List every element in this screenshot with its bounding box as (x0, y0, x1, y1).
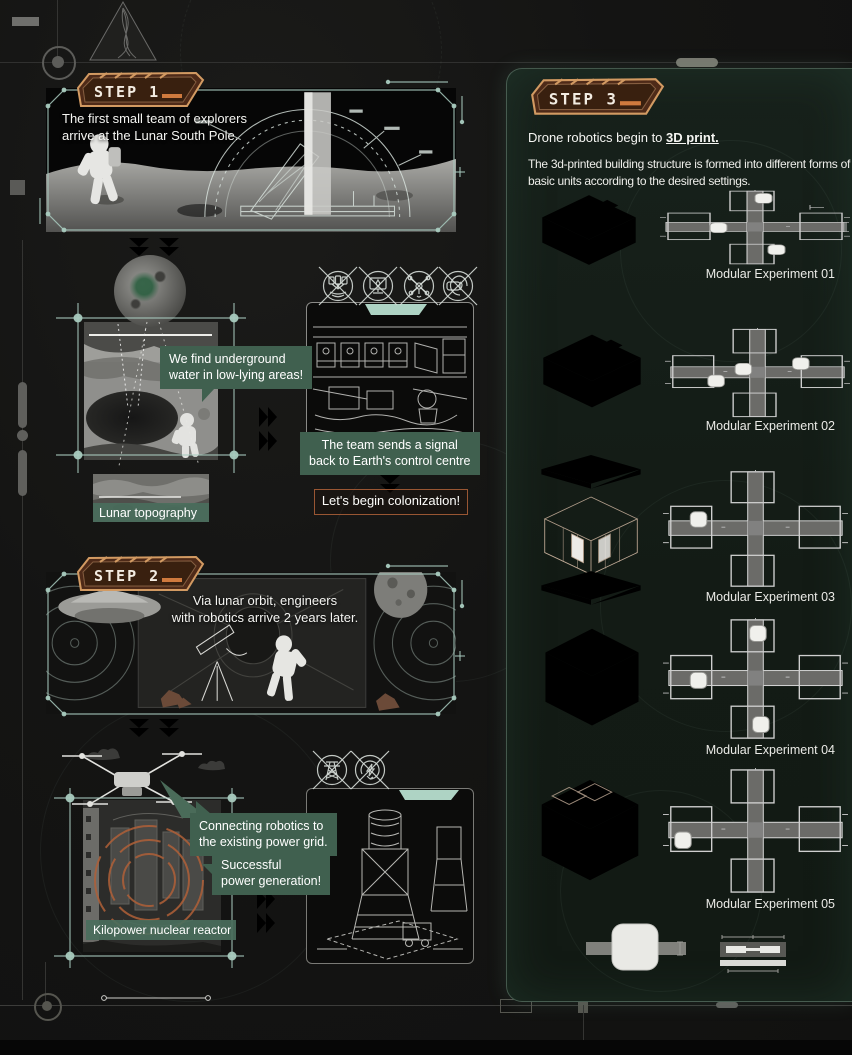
chevrons-down-icon-2 (129, 719, 179, 737)
bottom-tick-right (583, 1005, 584, 1040)
moon-scan-left (114, 255, 186, 327)
success-bubble: Successful power generation! (201, 852, 331, 895)
power-tower-icon (312, 750, 352, 790)
dotted-end-line (101, 995, 211, 1001)
left-edge-square (10, 180, 25, 195)
module-01-plan (660, 190, 850, 265)
vr-headset-icon (438, 266, 478, 306)
cloud-shapes (86, 748, 225, 771)
bottom-strip (0, 1040, 852, 1055)
grid-bubble: Connecting robotics to the existing powe… (190, 801, 337, 856)
bottom-capsule (716, 1002, 738, 1008)
chevrons-right-icon-1 (259, 407, 277, 451)
step2-badge-label: STEP 2 (94, 567, 160, 585)
left-capsule-bottom (18, 450, 27, 496)
step3-body: The 3d-printed building structure is for… (528, 157, 850, 188)
module-05-label: Modular Experiment 05 (705, 897, 835, 911)
step1-badge: STEP 1 (74, 70, 206, 110)
module-04-iso (545, 628, 639, 726)
astronaut-small (171, 413, 199, 458)
crosshair-marker (42, 46, 76, 80)
bottom-crosshair (34, 993, 62, 1021)
step3-intro: Drone robotics begin to 3D print. (528, 130, 719, 145)
step3-badge: STEP 3 (528, 76, 665, 116)
step1-badge-label: STEP 1 (94, 83, 160, 101)
reactor-label: Kilopower nuclear reactor (86, 920, 236, 940)
module-02-iso (543, 334, 641, 408)
step3-badge-label: STEP 3 (549, 89, 618, 108)
topography-thumb: Lunar topography (93, 474, 209, 522)
module-05-iso (541, 779, 639, 881)
joint-diagram-node (586, 923, 686, 971)
monitor-icon (358, 266, 398, 306)
top-dash (12, 17, 39, 26)
step2-description: Via lunar orbit, engineers with robotics… (171, 593, 359, 626)
module-03-iso (541, 454, 641, 605)
signal-bubble: The team sends a signal back to Earth's … (300, 432, 480, 475)
top-tick (57, 0, 58, 62)
panel-tab (676, 58, 718, 67)
left-guide-line (22, 240, 23, 1000)
left-capsule-top (18, 382, 27, 428)
step2-badge: STEP 2 (74, 554, 206, 594)
module-03-label: Modular Experiment 03 (705, 590, 835, 604)
energy-cycle-icon (350, 750, 390, 790)
chevrons-down-icon (129, 238, 179, 256)
bottom-tick-left (45, 962, 46, 1005)
print-emphasis: 3D print. (666, 130, 719, 145)
module-03-plan (663, 470, 848, 587)
triangle-logo-icon (89, 0, 157, 61)
module-02-plan (665, 328, 850, 418)
module-02-label: Modular Experiment 02 (705, 419, 835, 433)
module-01-iso (542, 195, 636, 265)
broadcast-array-icon (318, 266, 358, 306)
topography-label: Lunar topography (93, 503, 209, 522)
joint-diagram-section (720, 935, 786, 973)
drone-probe-icon (399, 266, 439, 306)
bottom-rule (0, 1005, 852, 1006)
colonize-note: Let's begin colonization! (314, 489, 468, 515)
drone-art (62, 751, 202, 807)
module-01-label: Modular Experiment 01 (705, 267, 835, 281)
left-dot (17, 430, 28, 441)
module-04-label: Modular Experiment 04 (705, 743, 835, 757)
moon-scan-right (190, 258, 254, 322)
module-04-plan (663, 618, 848, 739)
step1-description: The first small team of explorers arrive… (62, 111, 247, 144)
module-05-plan (663, 768, 848, 893)
water-bubble: We find underground water in low-lying a… (160, 346, 313, 401)
